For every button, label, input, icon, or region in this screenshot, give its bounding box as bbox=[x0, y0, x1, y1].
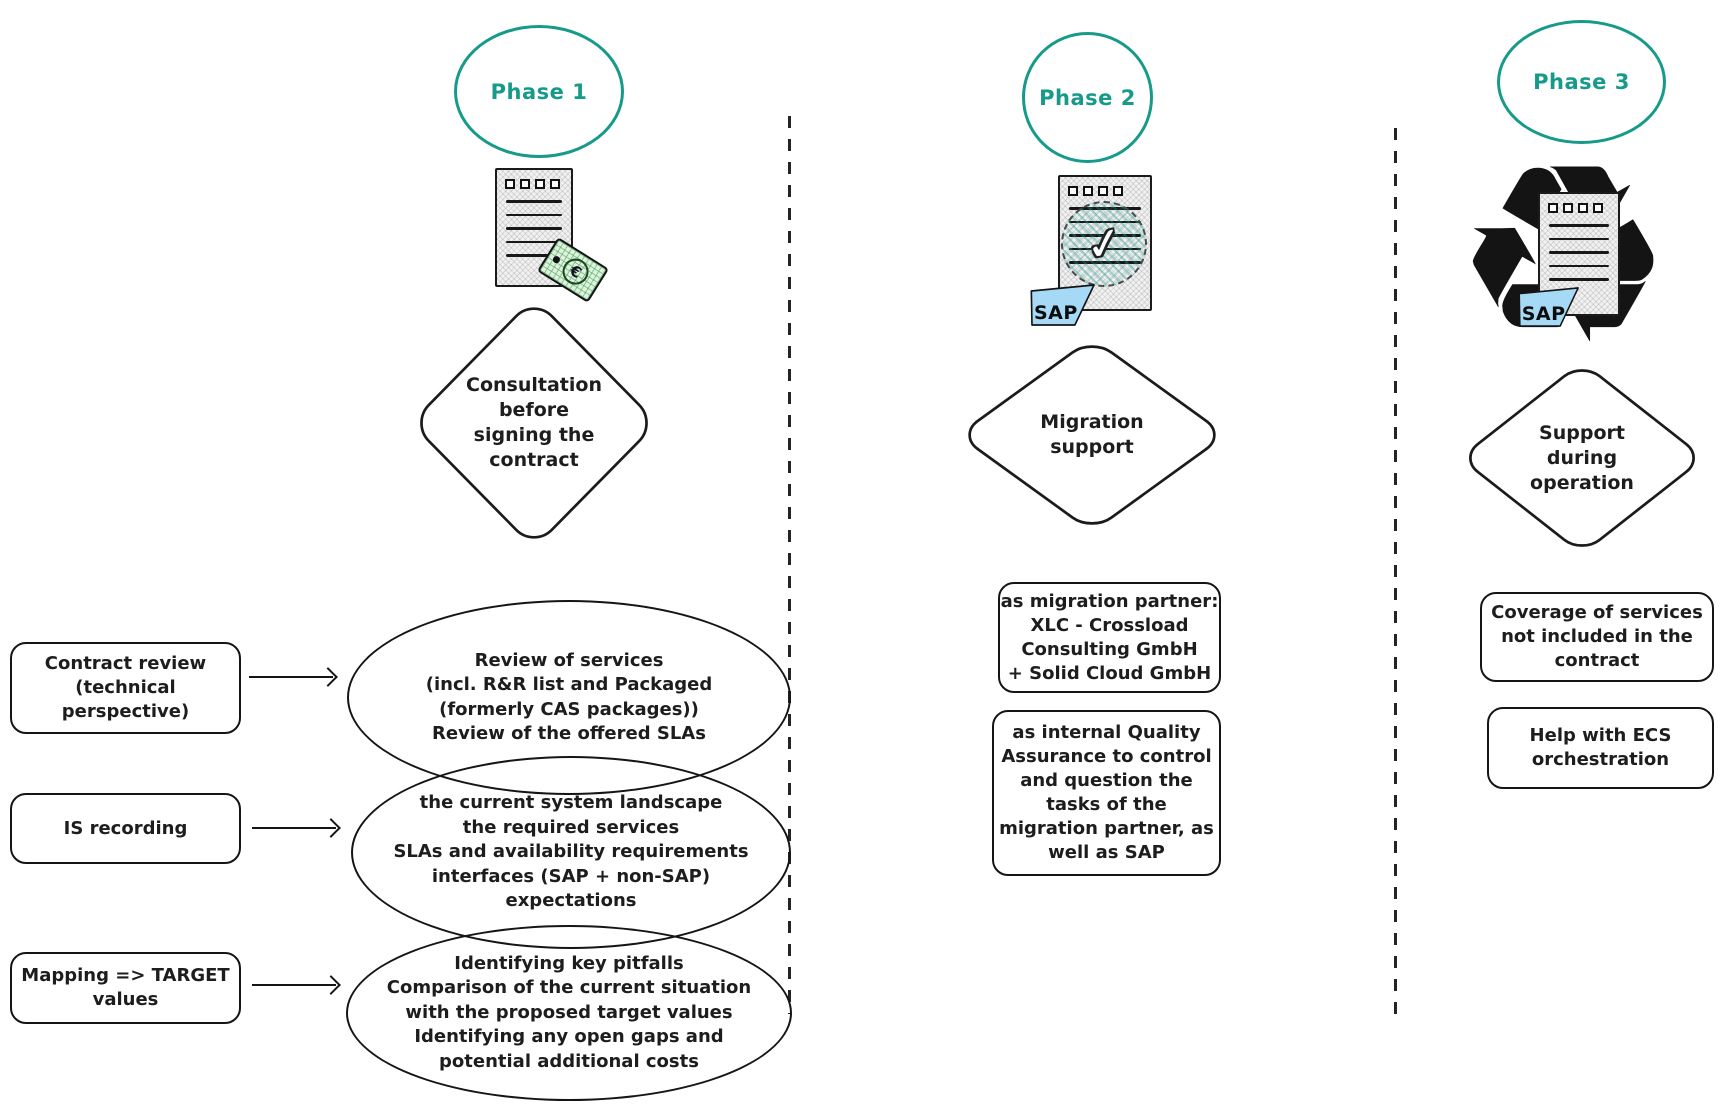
diamond-shape bbox=[955, 336, 1229, 534]
contract-document-icon bbox=[495, 168, 573, 287]
tag-hole bbox=[551, 254, 562, 265]
note-quality-assurance: as internal Quality Assurance to control… bbox=[992, 710, 1221, 876]
approval-circle: ✓ bbox=[1061, 201, 1147, 287]
input-box-is-recording: IS recording bbox=[10, 793, 241, 864]
note-ecs-orchestration: Help with ECS orchestration bbox=[1487, 707, 1714, 789]
document-checkboxes bbox=[505, 179, 563, 189]
diamond-shape bbox=[408, 295, 660, 551]
sap-logo: SAP bbox=[1030, 283, 1096, 327]
ellipse-review-of-services: Review of services (incl. R&R list and P… bbox=[347, 600, 791, 795]
phase-3-badge: Phase 3 bbox=[1497, 20, 1666, 144]
phase-2-diamond-label: Migration support bbox=[1040, 411, 1144, 458]
column-divider-1 bbox=[788, 116, 791, 1014]
arrow-right-icon bbox=[252, 984, 336, 986]
phase-1-badge: Phase 1 bbox=[454, 25, 624, 158]
arrow-right-icon bbox=[252, 827, 336, 829]
note-migration-partner: as migration partner: XLC - Crossload Co… bbox=[998, 582, 1221, 693]
phase-1-diamond: Consultation before signing the contract bbox=[408, 295, 660, 551]
arrow-right-icon bbox=[249, 676, 333, 678]
euro-icon: € bbox=[557, 253, 594, 290]
phase-2-badge: Phase 2 bbox=[1022, 32, 1153, 163]
phase-1-label: Phase 1 bbox=[490, 79, 588, 104]
sap-logo: SAP bbox=[1518, 286, 1580, 328]
document-checkboxes bbox=[1068, 186, 1142, 196]
column-divider-2 bbox=[1394, 128, 1397, 1014]
phase-3-label: Phase 3 bbox=[1533, 70, 1630, 94]
phase-2-label: Phase 2 bbox=[1039, 85, 1136, 110]
phase-1-diamond-label: Consultation before signing the contract bbox=[466, 374, 602, 471]
input-box-mapping-target: Mapping => TARGET values bbox=[10, 952, 241, 1024]
phase-3-diamond: Support during operation bbox=[1457, 360, 1707, 556]
note-coverage-of-services: Coverage of services not included in the… bbox=[1480, 592, 1714, 682]
document-checkboxes bbox=[1548, 203, 1610, 213]
phase-2-diamond: Migration support bbox=[955, 336, 1229, 534]
input-box-contract-review: Contract review (technical perspective) bbox=[10, 642, 241, 734]
sap-logo-text: SAP bbox=[1521, 303, 1566, 326]
ellipse-current-landscape: the current system landscape the require… bbox=[351, 756, 791, 949]
diamond-shape bbox=[1457, 360, 1707, 556]
ellipse-key-pitfalls: Identifying key pitfalls Comparison of t… bbox=[346, 925, 792, 1101]
check-icon: ✓ bbox=[1081, 215, 1127, 273]
sap-logo-text: SAP bbox=[1033, 302, 1078, 325]
phase-3-diamond-label: Support during operation bbox=[1530, 421, 1634, 494]
